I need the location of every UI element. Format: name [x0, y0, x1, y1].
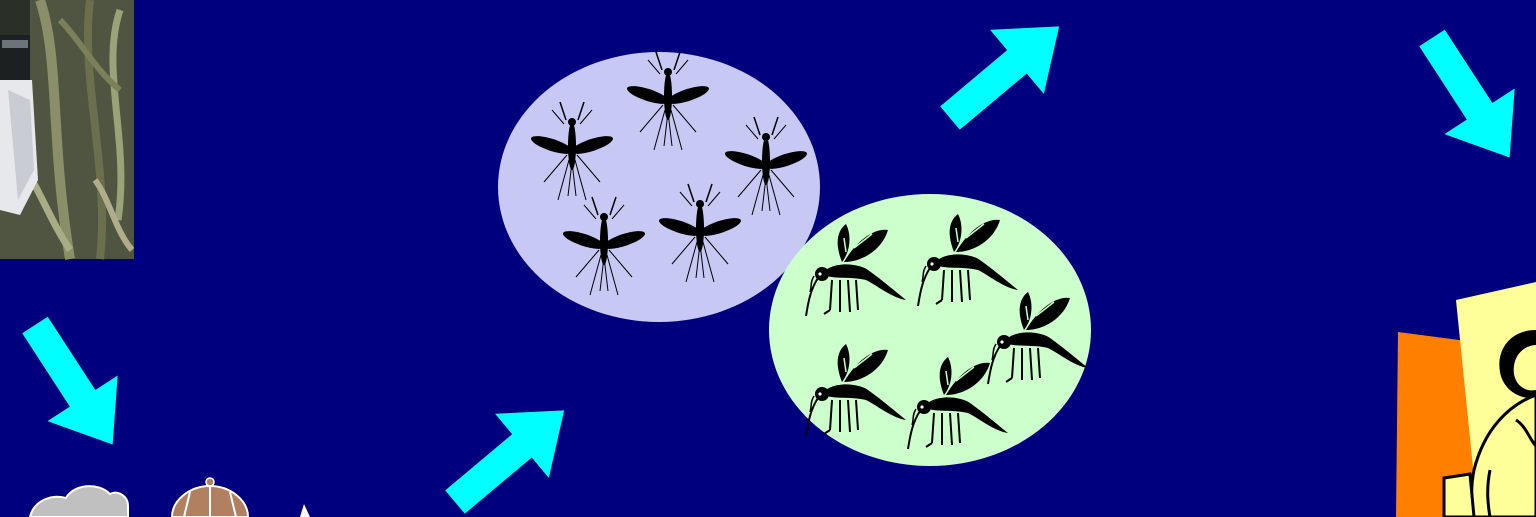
winged-mosquito-group: [769, 194, 1091, 466]
mosquito-trap-photo: [0, 0, 134, 259]
arrow-top-center: [923, 0, 1086, 150]
adult-mosquito-group: [498, 52, 820, 322]
arrow-bottom-center: [428, 378, 591, 517]
clinician-clipart: [1396, 282, 1536, 517]
lab-equipment-clipart: [30, 478, 310, 517]
arrow-down-left: [0, 302, 148, 467]
arrow-top-right: [1397, 15, 1536, 180]
